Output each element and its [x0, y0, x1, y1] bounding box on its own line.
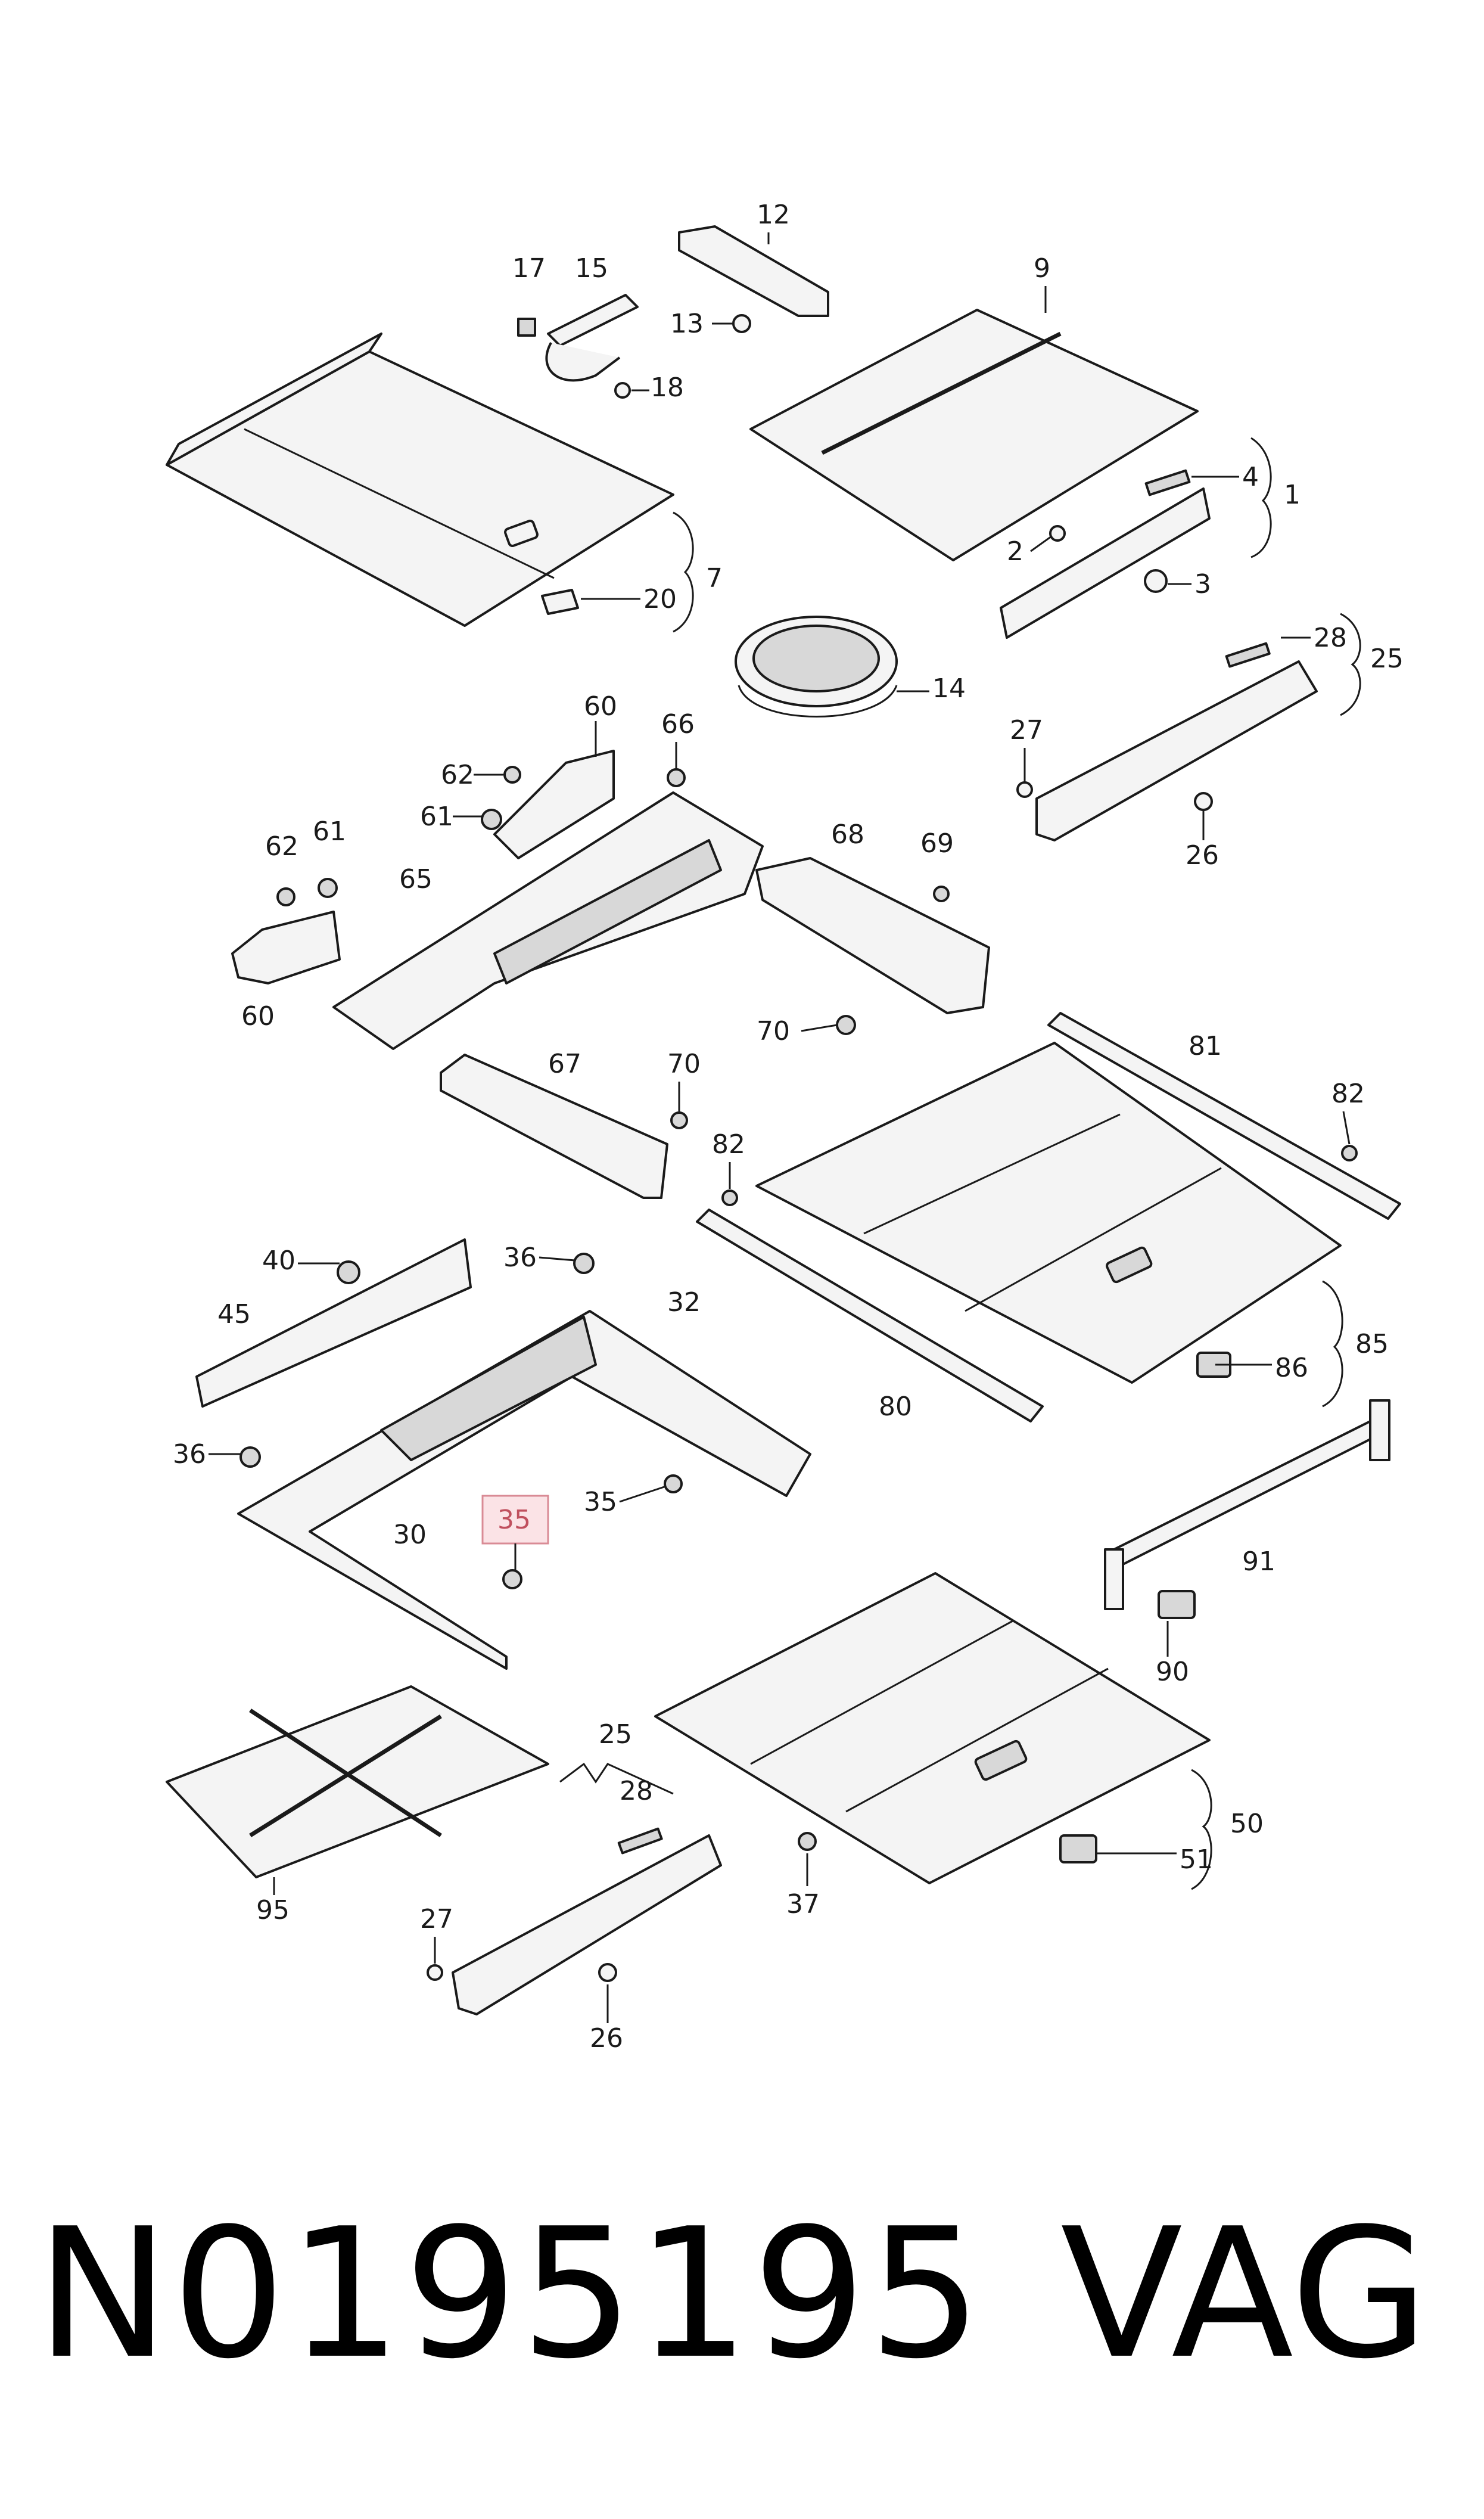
- callout-label: 13: [670, 309, 704, 339]
- callout-label: 30: [393, 1520, 427, 1550]
- callout-label: 32: [667, 1287, 701, 1318]
- callout-label: 20: [643, 584, 677, 614]
- callout-label: 61: [313, 816, 346, 847]
- rail-68: [755, 857, 990, 1035]
- callout-label: 18: [651, 372, 684, 403]
- callout-label-highlighted: 35: [497, 1505, 531, 1535]
- highlighted-callout: 35: [481, 1495, 549, 1545]
- callout-label: 27: [1010, 715, 1043, 746]
- bracket-45: [195, 1238, 472, 1408]
- callout-label: 50: [1230, 1809, 1264, 1839]
- bracket-60-lower: [231, 878, 341, 984]
- callout-label: 60: [584, 691, 617, 722]
- callout-label: 15: [575, 253, 608, 284]
- callout-label: 80: [879, 1391, 912, 1422]
- callout-label: 27: [420, 1904, 453, 1934]
- callout-label: 25: [1370, 644, 1404, 674]
- bar-91: [1104, 1399, 1390, 1619]
- callout-label: 25: [599, 1719, 632, 1750]
- rail-67: [440, 1054, 688, 1199]
- callout-label: 3: [1194, 569, 1211, 600]
- callout-label: 1: [1284, 480, 1301, 510]
- callout-label: 2: [1007, 536, 1023, 567]
- callout-label: 66: [661, 709, 695, 740]
- floor-panel-85: [755, 1042, 1342, 1384]
- callout-label: 17: [512, 253, 546, 284]
- brand-label: VAG: [1060, 2190, 1429, 2398]
- callout-label: 69: [920, 828, 954, 859]
- callout-labels: 12 17 15 9 13 18 4 1 2 3 7 20 14 28 25 6…: [173, 200, 1404, 2054]
- callout-label: 90: [1156, 1657, 1189, 1687]
- callout-label: 12: [757, 200, 790, 230]
- trim-strip-1: [1000, 469, 1211, 639]
- sill-trim-25-upper: [1016, 642, 1318, 841]
- cover-20: [541, 589, 579, 615]
- callout-label: 70: [757, 1016, 790, 1046]
- callout-label: 14: [932, 673, 966, 704]
- callout-label: 26: [590, 2023, 623, 2054]
- callout-label: 28: [620, 1776, 653, 1806]
- rail-80: [696, 1189, 1044, 1422]
- exploded-parts-diagram: 12 17 15 9 13 18 4 1 2 3 7 20 14 28 25 6…: [166, 200, 1404, 2054]
- callout-label: 85: [1355, 1329, 1389, 1359]
- cross-member-65: [332, 768, 764, 1050]
- callout-label: 86: [1275, 1353, 1308, 1383]
- rail-81: [1047, 1012, 1401, 1220]
- screw-13: [732, 314, 751, 333]
- callout-label: 81: [1189, 1031, 1222, 1061]
- leader-lines: [209, 232, 1361, 2023]
- callout-label: 4: [1242, 462, 1259, 492]
- callout-label: 37: [786, 1889, 820, 1919]
- callout-label: 95: [256, 1895, 290, 1925]
- callout-label: 35: [584, 1487, 617, 1517]
- callout-label: 28: [1314, 623, 1347, 653]
- callout-label: 60: [241, 1001, 275, 1032]
- floor-panel-50: [654, 1572, 1211, 1884]
- frame-32-30: [237, 1253, 811, 1670]
- sill-trim-25-lower: [427, 1827, 722, 2015]
- callout-label: 26: [1186, 840, 1219, 871]
- callout-label: 65: [399, 864, 433, 894]
- callout-label: 36: [173, 1439, 206, 1470]
- callout-label: 61: [420, 802, 453, 832]
- callout-label: 82: [712, 1129, 745, 1160]
- callout-label: 9: [1034, 253, 1050, 284]
- floor-panel-7: [166, 333, 674, 627]
- callout-label: 7: [706, 563, 723, 594]
- panel-9: [749, 309, 1199, 561]
- callout-label: 62: [441, 760, 474, 790]
- callout-label: 67: [548, 1049, 581, 1079]
- callout-label: 40: [262, 1245, 295, 1276]
- bracket-60-upper: [481, 750, 615, 859]
- callout-label: 36: [503, 1243, 537, 1273]
- callout-label: 62: [265, 831, 298, 862]
- wheel-tray-14: [735, 616, 898, 718]
- callout-label: 70: [667, 1049, 701, 1079]
- callout-label: 68: [831, 819, 864, 850]
- bracket-12: [678, 225, 829, 317]
- callout-label: 91: [1242, 1546, 1275, 1577]
- mat-95: [166, 1685, 549, 1878]
- callout-label: 45: [217, 1299, 251, 1330]
- part-number: N0195195: [36, 2190, 985, 2398]
- callout-label: 82: [1331, 1079, 1365, 1109]
- hook-15: [517, 294, 639, 399]
